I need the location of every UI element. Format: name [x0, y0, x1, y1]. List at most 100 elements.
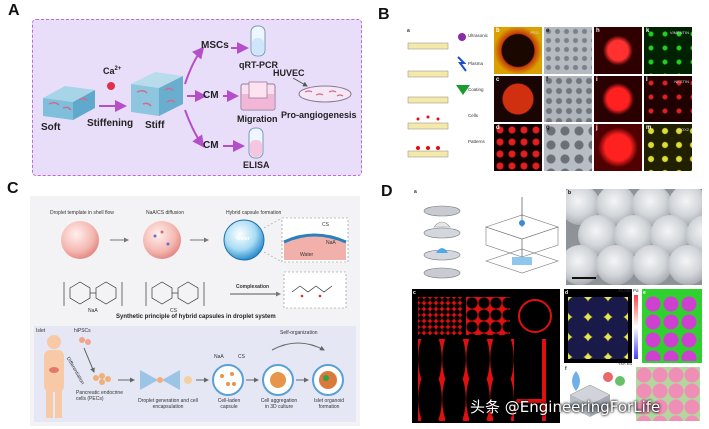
f-green-image	[636, 367, 700, 421]
d-sub-c: c	[413, 290, 416, 296]
pressure-gradient-bar	[634, 295, 638, 359]
schematic-step-label-3: Coating	[468, 87, 484, 92]
micrograph-tile-caption: PEG	[530, 30, 539, 35]
sem-image: b	[566, 189, 702, 285]
panel-a: Ca2+ Soft Stiffening Stiff MSCs CM CM qR…	[32, 19, 362, 176]
d-sub-d: d	[565, 290, 569, 296]
schematic-step-2	[407, 56, 467, 78]
schematic-step-label-5: Patterns	[468, 139, 485, 144]
device-box	[485, 197, 559, 274]
micrograph-tile-letter: h	[596, 28, 600, 34]
micrograph-tile-g: g	[544, 124, 592, 171]
sem-sphere	[596, 245, 636, 285]
device-discs	[423, 205, 461, 279]
stiff-label: Stiff	[145, 120, 165, 131]
ca-text: Ca	[103, 66, 115, 76]
self-organization-label: Self-organization	[280, 330, 318, 336]
watermark-text: 头条 @EngineeringForLife	[470, 398, 661, 416]
f-schematic	[569, 371, 625, 417]
micrograph-tile-letter: j	[596, 125, 598, 132]
micrograph-tile-b: b PEG	[494, 27, 542, 74]
sem-scale-bar	[572, 277, 596, 279]
d-panel-c: c	[412, 289, 560, 423]
yellow-grid	[568, 297, 628, 359]
schematic-step-label-4: Cells	[468, 113, 479, 118]
huvec-dish	[292, 77, 352, 103]
synthetic-principle-title: Synthetic principle of hybrid capsules i…	[116, 314, 276, 320]
hybrid-capsule	[223, 219, 265, 261]
naa-structure	[63, 281, 123, 306]
micrograph-tile-f: f	[544, 75, 592, 123]
cs-structure-label: CS	[170, 308, 177, 314]
micrograph-tile-i: i	[594, 75, 642, 123]
elisa-label: ELISA	[243, 160, 270, 170]
proangio-label: Pro-angiogenesis	[281, 110, 357, 120]
micrograph-tile-letter: i	[596, 76, 598, 83]
red-grid-3	[514, 297, 556, 335]
panel-d-schematic	[423, 197, 559, 279]
naa-cs-droplet	[143, 221, 181, 259]
d-sub-f: f	[565, 366, 567, 372]
inset-naa-label: NaA	[326, 240, 336, 246]
ca-superscript: 2+	[114, 66, 122, 72]
inset-water-label: Water	[300, 252, 314, 258]
sem-sphere	[566, 245, 600, 285]
micrograph-tile-caption: VIMENTIN	[669, 30, 689, 35]
panel-label-a: A	[8, 2, 20, 19]
micrograph-tile-e: e	[544, 27, 592, 74]
sem-sphere-grid	[566, 189, 702, 285]
micrograph-tile-caption: NESTIN	[674, 78, 689, 84]
micrograph-tile-h: h	[594, 27, 642, 74]
panel-label-c: C	[7, 180, 19, 197]
red-grid-1	[418, 297, 462, 335]
cell-laden-label: Cell-laden capsule	[217, 398, 241, 410]
micrograph-tile-l: l NESTIN	[644, 75, 692, 123]
step-label-hybrid-capsule: Hybrid capsule formation	[226, 210, 282, 216]
droplet-template	[61, 221, 99, 259]
d-sub-e: e	[643, 290, 646, 296]
elisa-tube	[248, 127, 264, 159]
schematic-step-1	[407, 33, 466, 50]
cs-structure	[145, 281, 205, 306]
micrograph-tile-letter: l	[646, 76, 648, 83]
pec-label: Pancreatic endocrine cells (PECs)	[76, 390, 123, 402]
stiffening-label: Stiffening	[87, 118, 134, 129]
complexation-label: Complexation	[236, 284, 270, 290]
d-panel-f: f	[564, 365, 702, 423]
micrograph-tile-caption: SOX2	[678, 127, 689, 133]
schematic-step-5	[407, 146, 449, 158]
panel-b: Ultrasonic Plasma Coating Cells Patterns…	[406, 27, 692, 171]
micrograph-tile-letter: b	[496, 28, 500, 34]
pressure-high-label: 20,000 Pa	[618, 288, 639, 293]
ca-label: Ca2+	[103, 66, 121, 76]
sem-sphere	[668, 245, 702, 285]
complex-structure	[283, 271, 347, 309]
migration-well	[240, 81, 276, 111]
red-channel-large	[418, 339, 514, 421]
capsule-inset	[263, 217, 349, 263]
pressure-low-label: 150 Pa	[618, 362, 632, 367]
schematic-step-4	[407, 115, 449, 130]
cs-workflow-label: CS	[238, 354, 245, 360]
schematic-step-label-2: Plasma	[468, 61, 484, 66]
green-panel-grid	[644, 295, 700, 361]
micrograph-tile-letter: d	[496, 125, 500, 132]
naa-structure-label: NaA	[88, 308, 98, 314]
migration-label: Migration	[237, 114, 278, 124]
micrograph-tile-letter: g	[546, 125, 550, 132]
qrtpcr-tube	[250, 25, 266, 57]
inset-cs-label: CS	[322, 222, 329, 228]
d-sub-b: b	[568, 190, 572, 196]
qrtpcr-label: qRT-PCR	[239, 60, 278, 70]
stiff-gel-cube	[131, 72, 183, 116]
schematic-letter-a: a	[407, 28, 410, 34]
soft-gel-cube	[43, 86, 95, 120]
panel-d: a b c d 20,000 Pa 150 Pa e f	[412, 187, 704, 425]
hipscs-label: hiPSCs	[74, 328, 91, 334]
d-panel-e: e	[642, 289, 702, 363]
panel-c: Droplet template in shell flow NaA/CS di…	[30, 196, 360, 426]
micrograph-tile-d: d	[494, 124, 542, 171]
micrograph-tile-j: j	[594, 124, 642, 171]
droplet-generator	[140, 370, 192, 390]
organoid-label: Islet organoid formation	[313, 398, 345, 410]
